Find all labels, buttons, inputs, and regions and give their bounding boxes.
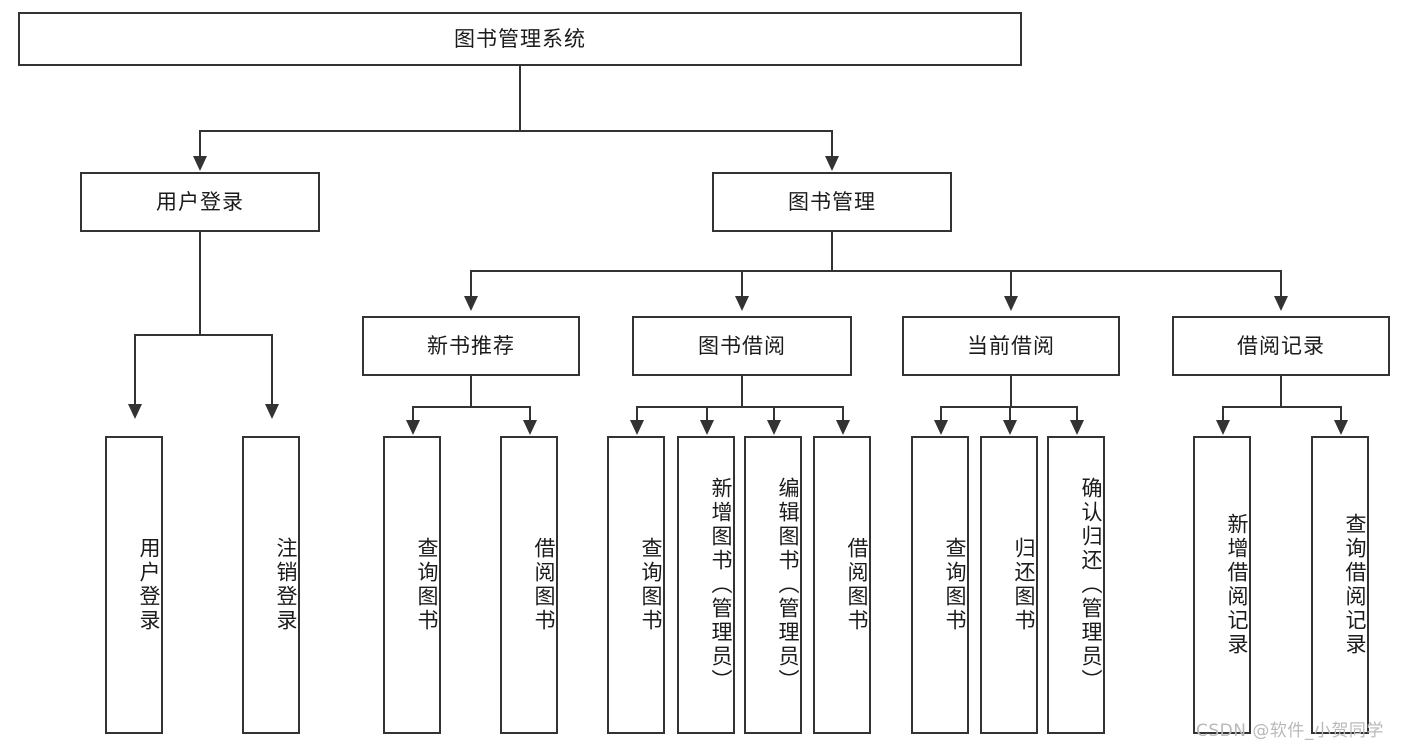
edge-new-book-bus [412,406,530,408]
edge-level2-drop-2 [741,270,743,298]
node-label: 查询借阅记录 [1343,513,1367,657]
arrow-to-leaf-borrow-book-2 [836,420,850,435]
edge-book-borrow-drop-3 [773,406,775,422]
edge-current-borrow-drop-1 [940,406,942,422]
edge-level2-drop-1 [470,270,472,298]
edge-level1-drop-left [199,130,201,158]
node-new-book-recommend[interactable]: 新书推荐 [362,316,580,376]
node-label: 查询图书 [639,537,663,633]
arrow-to-leaf-confirm-return [1070,420,1084,435]
leaf-new-book-borrow-book[interactable]: 借阅图书 [500,436,558,734]
node-label: 查询图书 [943,537,967,633]
node-label: 确认归还（管理员） [1079,477,1103,693]
leaf-current-borrow-confirm-return[interactable]: 确认归还（管理员） [1047,436,1105,734]
edge-current-borrow-drop-3 [1076,406,1078,422]
node-user-login[interactable]: 用户登录 [80,172,320,232]
arrow-to-leaf-query-book-3 [934,420,948,435]
edge-borrow-record-drop-1 [1222,406,1224,422]
arrow-to-leaf-edit-book [767,420,781,435]
node-label: 图书借阅 [698,333,786,358]
node-label: 归还图书 [1012,537,1036,633]
edge-current-borrow-stem [1010,376,1012,408]
leaf-book-borrow-add-book[interactable]: 新增图书（管理员） [677,436,735,734]
edge-book-management-stem [831,232,833,272]
edge-book-borrow-drop-2 [706,406,708,422]
arrow-to-leaf-borrow-book-1 [523,420,537,435]
node-current-borrow[interactable]: 当前借阅 [902,316,1120,376]
edge-level1-bus [199,130,832,132]
leaf-new-book-query-book[interactable]: 查询图书 [383,436,441,734]
arrow-to-user-login [193,156,207,171]
arrow-to-leaf-add-book [700,420,714,435]
edge-user-login-stem [199,232,201,335]
edge-user-login-drop-2 [271,334,273,406]
node-label: 当前借阅 [967,333,1055,358]
node-label: 借阅图书 [532,537,556,633]
edge-new-book-stem [470,376,472,408]
edge-root-stem [519,66,521,131]
edge-new-book-drop-1 [412,406,414,422]
leaf-current-borrow-return-book[interactable]: 归还图书 [980,436,1038,734]
arrow-to-leaf-add-borrow-record [1216,420,1230,435]
arrow-to-leaf-user-login [128,404,142,419]
node-label: 新增图书（管理员） [709,477,733,693]
edge-borrow-record-stem [1280,376,1282,408]
node-root-book-management-system[interactable]: 图书管理系统 [18,12,1022,66]
arrow-to-borrow-record [1274,296,1288,311]
node-label: 用户登录 [156,189,244,214]
node-label: 编辑图书（管理员） [776,477,800,693]
leaf-user-login[interactable]: 用户登录 [105,436,163,734]
edge-user-login-bus [134,334,273,336]
arrow-to-leaf-return-book [1003,420,1017,435]
edge-book-borrow-stem [741,376,743,408]
edge-borrow-record-bus [1222,406,1342,408]
node-label: 图书管理 [788,189,876,214]
node-label: 借阅图书 [845,537,869,633]
node-label: 新增借阅记录 [1225,513,1249,657]
arrow-to-leaf-query-book-2 [630,420,644,435]
edge-borrow-record-drop-2 [1340,406,1342,422]
edge-user-login-drop-1 [134,334,136,406]
node-label: 借阅记录 [1237,333,1325,358]
node-book-management[interactable]: 图书管理 [712,172,952,232]
leaf-current-borrow-query-book[interactable]: 查询图书 [911,436,969,734]
arrow-to-current-borrow [1004,296,1018,311]
arrow-to-book-management [825,156,839,171]
edge-new-book-drop-2 [529,406,531,422]
node-label: 图书管理系统 [454,26,586,51]
arrow-to-leaf-query-book-1 [406,420,420,435]
leaf-book-borrow-borrow-book[interactable]: 借阅图书 [813,436,871,734]
edge-book-borrow-drop-1 [636,406,638,422]
arrow-to-new-book-recommend [464,296,478,311]
arrow-to-book-borrow [735,296,749,311]
leaf-borrow-record-query[interactable]: 查询借阅记录 [1311,436,1369,734]
edge-level1-drop-right [831,130,833,158]
edge-book-borrow-bus [636,406,844,408]
node-book-borrow[interactable]: 图书借阅 [632,316,852,376]
edge-level2-drop-4 [1280,270,1282,298]
csdn-watermark: CSDN @软件_小贺同学 [1196,721,1384,741]
node-borrow-record[interactable]: 借阅记录 [1172,316,1390,376]
edge-level2-drop-3 [1010,270,1012,298]
node-label: 查询图书 [415,537,439,633]
edge-level2-bus [470,270,1282,272]
arrow-to-leaf-query-borrow-record [1334,420,1348,435]
node-label: 新书推荐 [427,333,515,358]
arrow-to-leaf-logout [265,404,279,419]
node-label: 用户登录 [137,537,161,633]
leaf-borrow-record-add[interactable]: 新增借阅记录 [1193,436,1251,734]
edge-current-borrow-drop-2 [1009,406,1011,422]
leaf-book-borrow-edit-book[interactable]: 编辑图书（管理员） [744,436,802,734]
leaf-book-borrow-query-book[interactable]: 查询图书 [607,436,665,734]
node-label: 注销登录 [274,537,298,633]
edge-book-borrow-drop-4 [842,406,844,422]
leaf-logout[interactable]: 注销登录 [242,436,300,734]
